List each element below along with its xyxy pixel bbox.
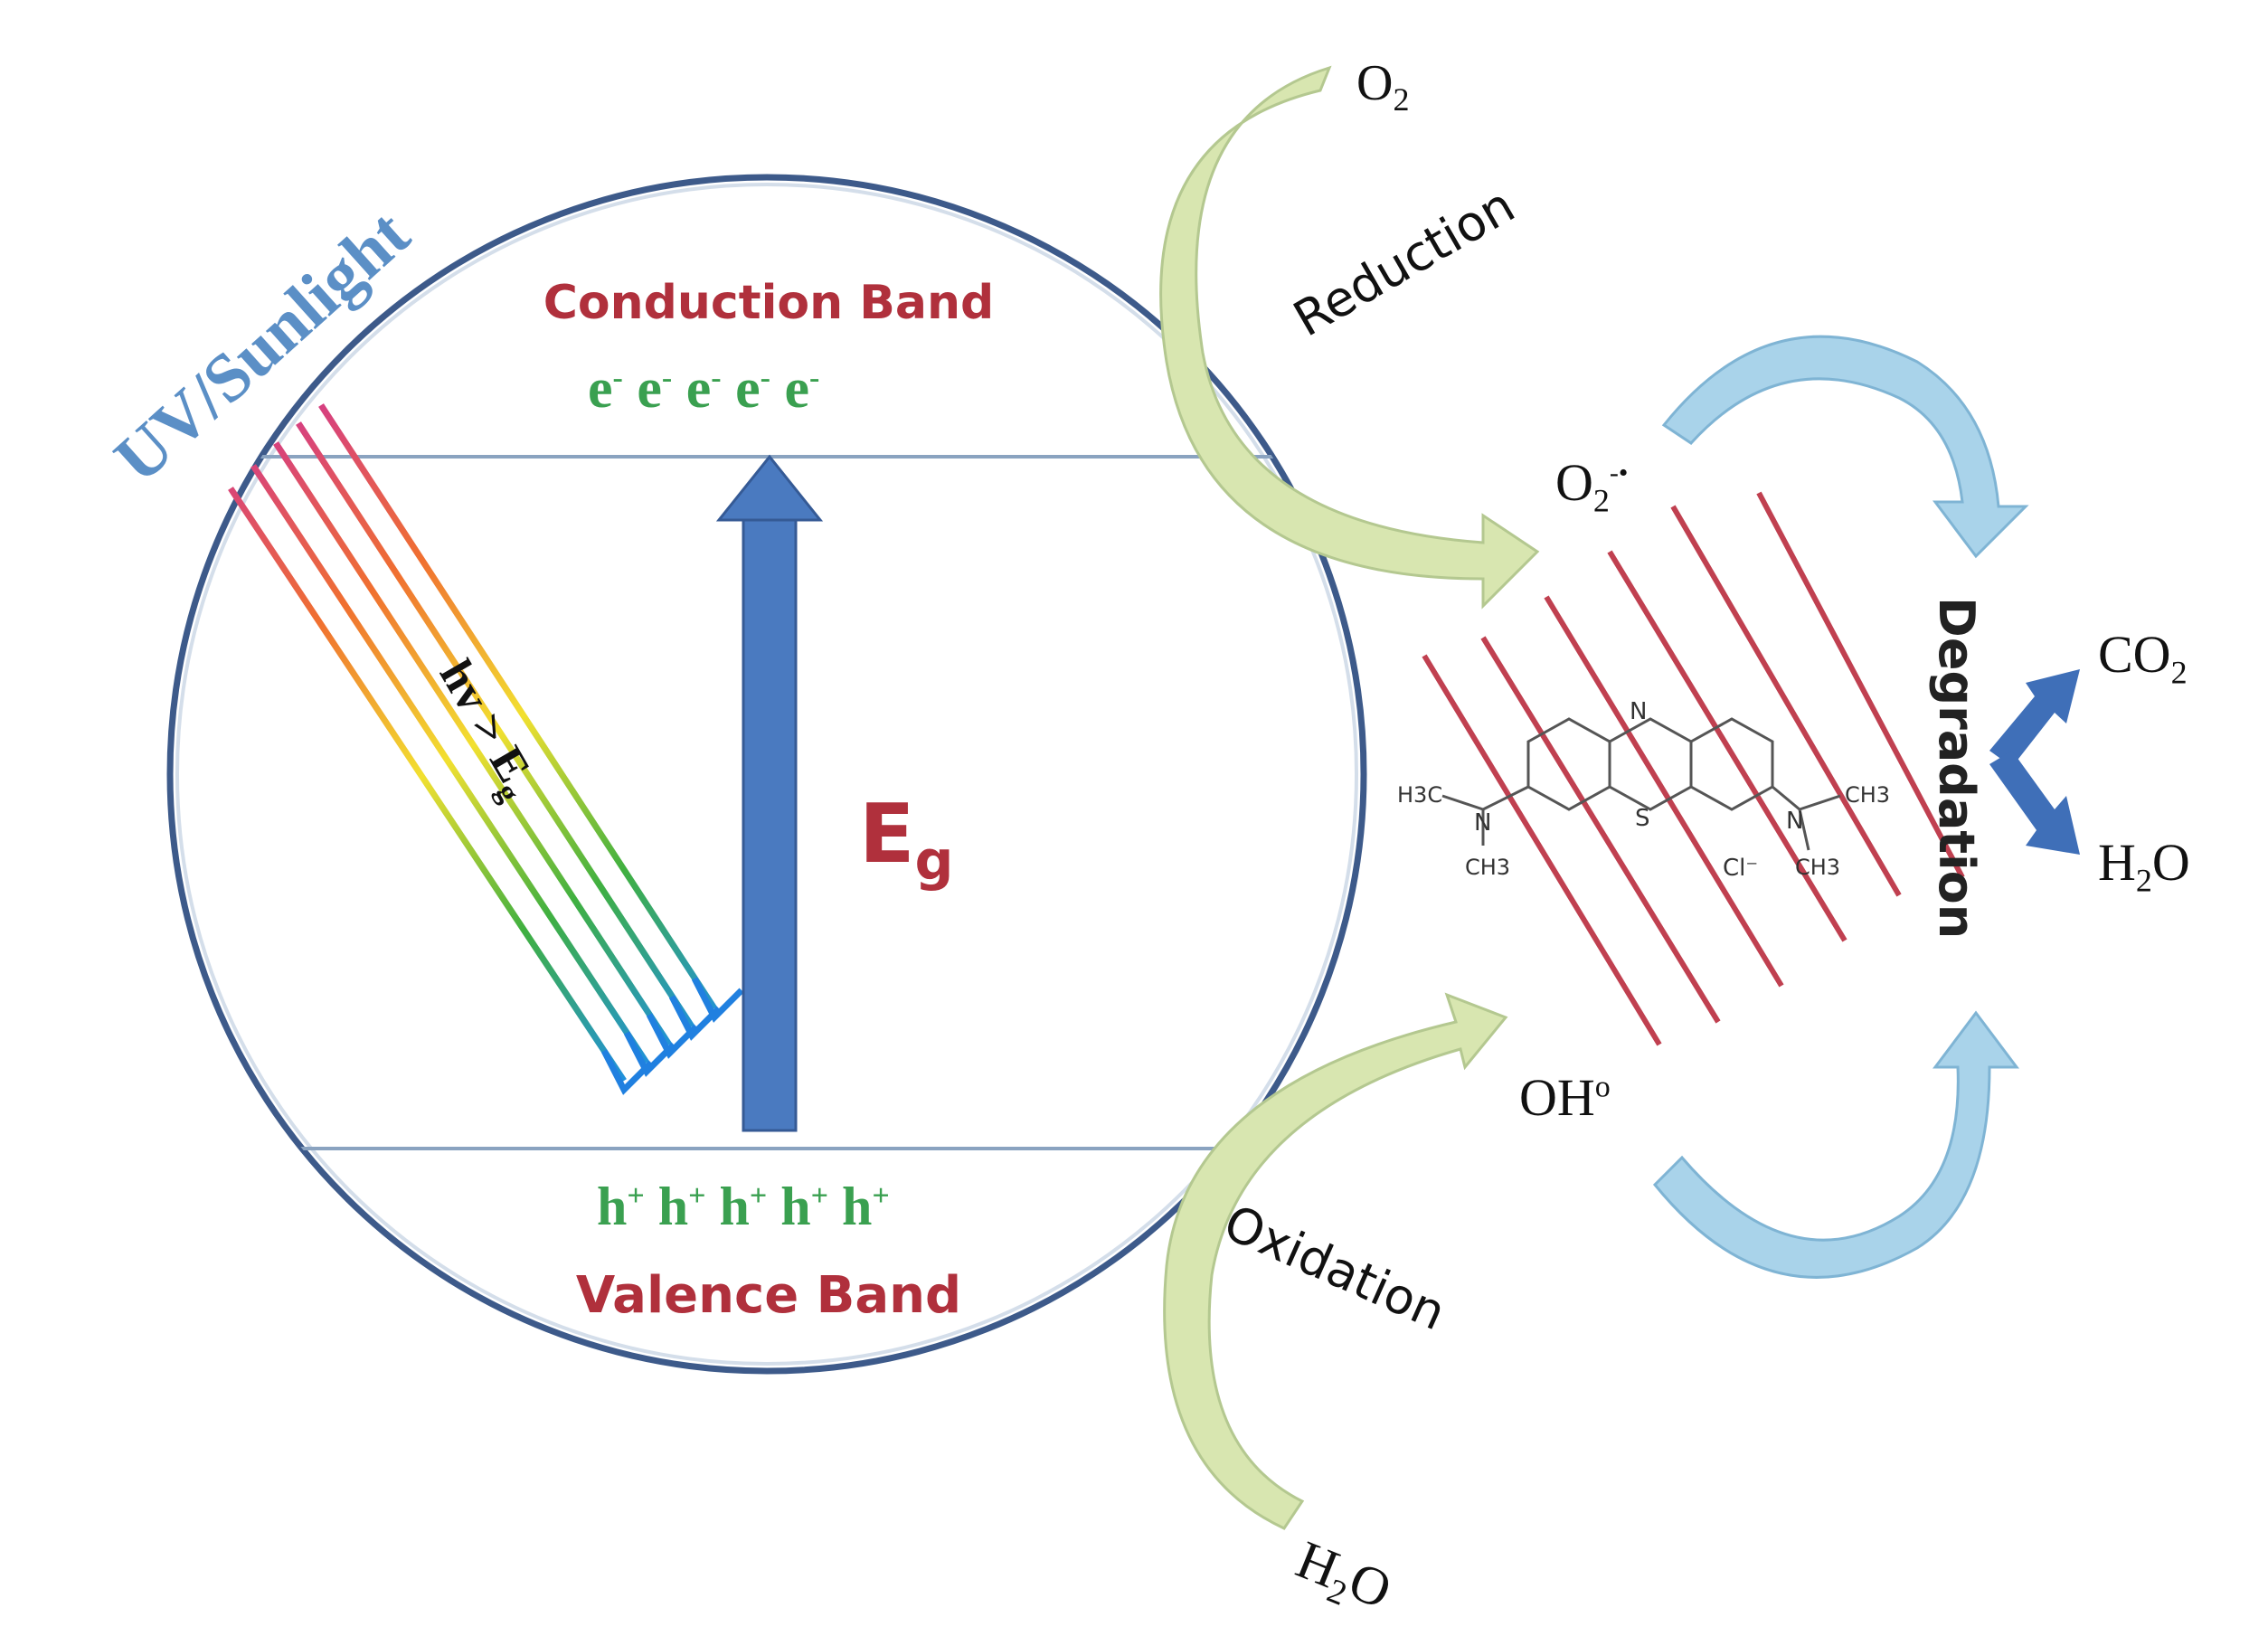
product-co2: CO2	[2098, 625, 2188, 691]
light-rays	[228, 403, 717, 1083]
electron: e-	[685, 358, 722, 420]
hole: h+	[657, 1177, 706, 1236]
superoxide-product: O2-•	[1555, 453, 1629, 519]
holes-row: h+ h+ h+ h+ h+	[597, 1176, 890, 1238]
degradation-label: Degradation	[1928, 597, 1985, 940]
electron: e-	[588, 358, 623, 420]
product-split-arrow	[1989, 669, 2080, 855]
molecule-chloride: Cl⁻	[1723, 855, 1759, 882]
band-gap-label: Eg	[859, 787, 954, 893]
molecule-ch3-right-bottom: CH3	[1795, 855, 1841, 880]
hole: h+	[842, 1177, 890, 1236]
molecule-s: S	[1635, 805, 1650, 832]
hydroxyl-product: OHo	[1519, 1068, 1611, 1127]
oxidation-arrow	[1163, 992, 1508, 1530]
conduction-band-label: Conduction Band	[543, 276, 995, 330]
degradation-arrow-top	[1661, 335, 2029, 559]
molecule-ch3-right-top: CH3	[1845, 782, 1891, 808]
electron: e-	[784, 358, 820, 420]
reduction-arrow	[1159, 65, 1540, 610]
hole: h+	[780, 1177, 828, 1236]
band-gap-arrow	[715, 454, 824, 1132]
molecule-n-left: N	[1474, 809, 1492, 837]
electron: e-	[637, 358, 673, 420]
hole: h+	[597, 1177, 645, 1236]
degradation-arrow-bottom	[1652, 1010, 2019, 1279]
molecule-h3c: H3C	[1397, 782, 1443, 808]
hole: h+	[719, 1177, 768, 1236]
molecule-n-top: N	[1630, 698, 1648, 725]
methylene-blue-molecule	[1441, 717, 1841, 851]
molecule-n-right: N	[1786, 808, 1804, 835]
degradation-lines	[1422, 491, 1965, 1046]
light-ray-arrowheads	[600, 977, 744, 1095]
oxygen-reactant: O2	[1356, 55, 1410, 118]
product-h2o: H2O	[2098, 833, 2190, 899]
molecule-ch3-left: CH3	[1465, 855, 1511, 880]
electrons-row: e- e- e- e- e-	[588, 357, 819, 421]
valence-band-label: Valence Band	[575, 1266, 962, 1325]
electron: e-	[735, 358, 770, 420]
